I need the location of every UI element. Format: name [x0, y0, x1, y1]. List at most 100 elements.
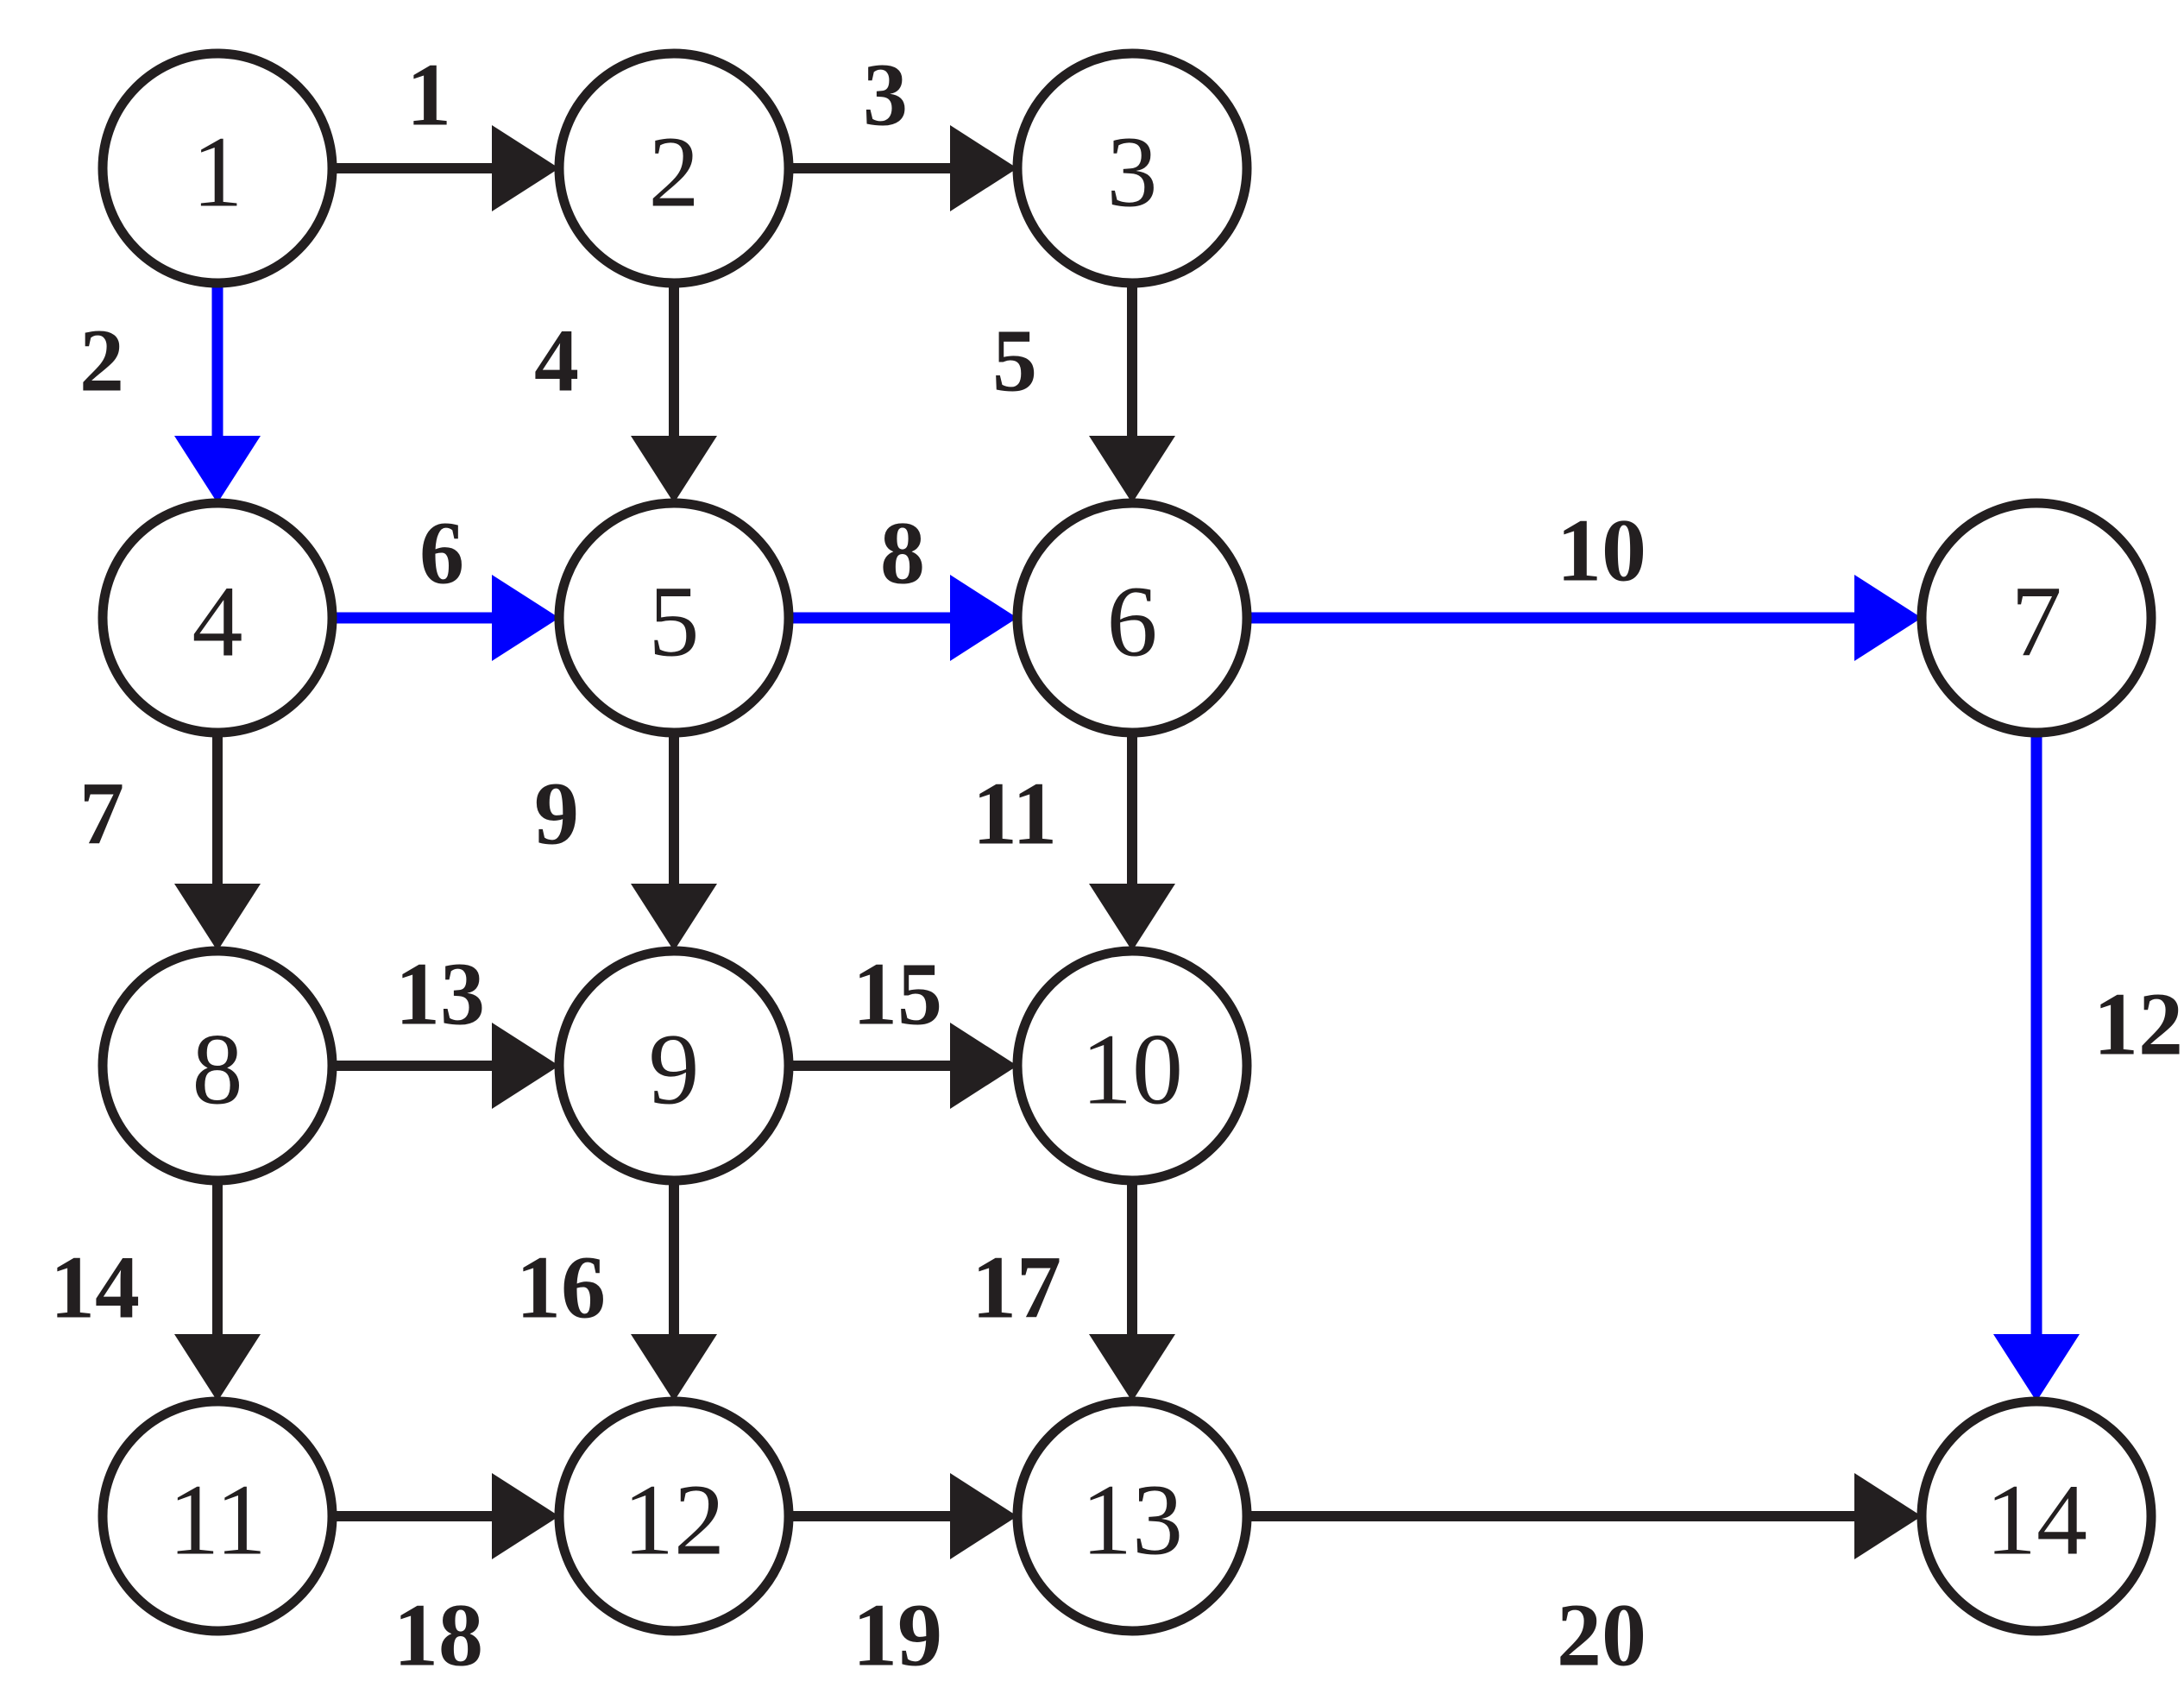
- node-label-10: 10: [1081, 1013, 1183, 1126]
- edge-weight-label-13: 13: [395, 945, 485, 1044]
- node-14[interactable]: 14: [1917, 1396, 2156, 1636]
- edge-5-to-6[interactable]: [789, 575, 1017, 661]
- arrowhead-icon: [174, 1334, 261, 1401]
- node-label-9: 9: [649, 1013, 700, 1126]
- edge-8-to-9[interactable]: [332, 1023, 559, 1109]
- arrowhead-icon: [631, 1334, 717, 1401]
- edges-layer: [174, 125, 2080, 1559]
- edge-12-to-13[interactable]: [789, 1473, 1017, 1559]
- arrowhead-icon: [950, 1023, 1017, 1109]
- edge-1-to-4[interactable]: [174, 283, 261, 503]
- arrowhead-icon: [950, 1473, 1017, 1559]
- node-circle-9[interactable]: [554, 946, 794, 1186]
- edge-weight-label-4: 4: [534, 312, 579, 411]
- arrowhead-icon: [631, 436, 717, 503]
- arrowhead-icon: [492, 575, 559, 661]
- node-circle-12[interactable]: [554, 1396, 794, 1636]
- node-4[interactable]: 4: [98, 498, 337, 738]
- edge-weight-label-8: 8: [880, 504, 925, 603]
- arrowhead-icon: [1089, 1334, 1175, 1401]
- edge-8-to-11[interactable]: [174, 1181, 261, 1401]
- arrowhead-icon: [950, 575, 1017, 661]
- edge-weight-label-18: 18: [393, 1586, 483, 1685]
- edge-weight-label-15: 15: [853, 945, 942, 1044]
- node-7[interactable]: 7: [1917, 498, 2156, 738]
- node-11[interactable]: 11: [98, 1396, 337, 1636]
- node-circle-11[interactable]: [98, 1396, 337, 1636]
- node-circle-6[interactable]: [1012, 498, 1252, 738]
- edge-weight-label-14: 14: [50, 1238, 140, 1338]
- arrowhead-icon: [1854, 1473, 1922, 1559]
- edge-2-to-5[interactable]: [631, 283, 717, 503]
- edge-weight-label-11: 11: [972, 765, 1057, 864]
- edge-2-to-3[interactable]: [789, 125, 1017, 211]
- node-6[interactable]: 6: [1012, 498, 1252, 738]
- node-circle-7[interactable]: [1917, 498, 2156, 738]
- node-3[interactable]: 3: [1012, 48, 1252, 288]
- edge-1-to-2[interactable]: [332, 125, 559, 211]
- node-1[interactable]: 1: [98, 48, 337, 288]
- node-circle-1[interactable]: [98, 48, 337, 288]
- node-12[interactable]: 12: [554, 1396, 794, 1636]
- arrowhead-icon: [1089, 436, 1175, 503]
- edge-4-to-5[interactable]: [332, 575, 559, 661]
- node-circle-5[interactable]: [554, 498, 794, 738]
- node-label-4: 4: [192, 565, 243, 678]
- edge-7-to-14[interactable]: [1993, 733, 2080, 1401]
- node-8[interactable]: 8: [98, 946, 337, 1186]
- edge-6-to-7[interactable]: [1247, 575, 1922, 661]
- edge-weight-label-2: 2: [79, 312, 124, 411]
- edge-10-to-13[interactable]: [1089, 1181, 1175, 1401]
- node-label-11: 11: [168, 1464, 267, 1577]
- edge-3-to-6[interactable]: [1089, 283, 1175, 503]
- node-circle-3[interactable]: [1012, 48, 1252, 288]
- node-circle-4[interactable]: [98, 498, 337, 738]
- edge-weight-label-20: 20: [1557, 1586, 1646, 1685]
- node-5[interactable]: 5: [554, 498, 794, 738]
- edge-9-to-10[interactable]: [789, 1023, 1017, 1109]
- edge-9-to-12[interactable]: [631, 1181, 717, 1401]
- edge-weight-label-3: 3: [863, 46, 908, 145]
- node-label-8: 8: [192, 1013, 243, 1126]
- node-circle-10[interactable]: [1012, 946, 1252, 1186]
- edge-6-to-10[interactable]: [1089, 733, 1175, 951]
- node-circle-14[interactable]: [1917, 1396, 2156, 1636]
- edge-13-to-14[interactable]: [1247, 1473, 1922, 1559]
- edge-5-to-9[interactable]: [631, 733, 717, 951]
- edge-weight-label-1: 1: [406, 46, 451, 145]
- node-label-12: 12: [623, 1464, 725, 1577]
- arrowhead-icon: [1854, 575, 1922, 661]
- node-circle-8[interactable]: [98, 946, 337, 1186]
- node-label-5: 5: [649, 565, 700, 678]
- node-2[interactable]: 2: [554, 48, 794, 288]
- edge-weight-label-7: 7: [79, 765, 124, 864]
- arrowhead-icon: [1993, 1334, 2080, 1401]
- node-circle-2[interactable]: [554, 48, 794, 288]
- edge-weight-label-9: 9: [534, 765, 579, 864]
- edge-weight-label-12: 12: [2093, 975, 2183, 1074]
- arrowhead-icon: [174, 436, 261, 503]
- node-label-6: 6: [1107, 565, 1158, 678]
- arrowhead-icon: [492, 1023, 559, 1109]
- node-circle-13[interactable]: [1012, 1396, 1252, 1636]
- node-10[interactable]: 10: [1012, 946, 1252, 1186]
- node-label-3: 3: [1107, 116, 1158, 229]
- edge-weight-label-10: 10: [1557, 501, 1646, 601]
- node-label-13: 13: [1081, 1464, 1183, 1577]
- node-label-14: 14: [1986, 1464, 2087, 1577]
- node-9[interactable]: 9: [554, 946, 794, 1186]
- edge-weight-label-17: 17: [972, 1238, 1061, 1338]
- edge-11-to-12[interactable]: [332, 1473, 559, 1559]
- node-label-1: 1: [192, 116, 243, 229]
- arrowhead-icon: [950, 125, 1017, 211]
- edge-4-to-8[interactable]: [174, 733, 261, 951]
- edge-weight-label-5: 5: [992, 312, 1037, 411]
- node-13[interactable]: 13: [1012, 1396, 1252, 1636]
- edge-weight-label-19: 19: [853, 1586, 942, 1685]
- arrowhead-icon: [174, 884, 261, 951]
- arrowhead-icon: [492, 1473, 559, 1559]
- arrowhead-icon: [492, 125, 559, 211]
